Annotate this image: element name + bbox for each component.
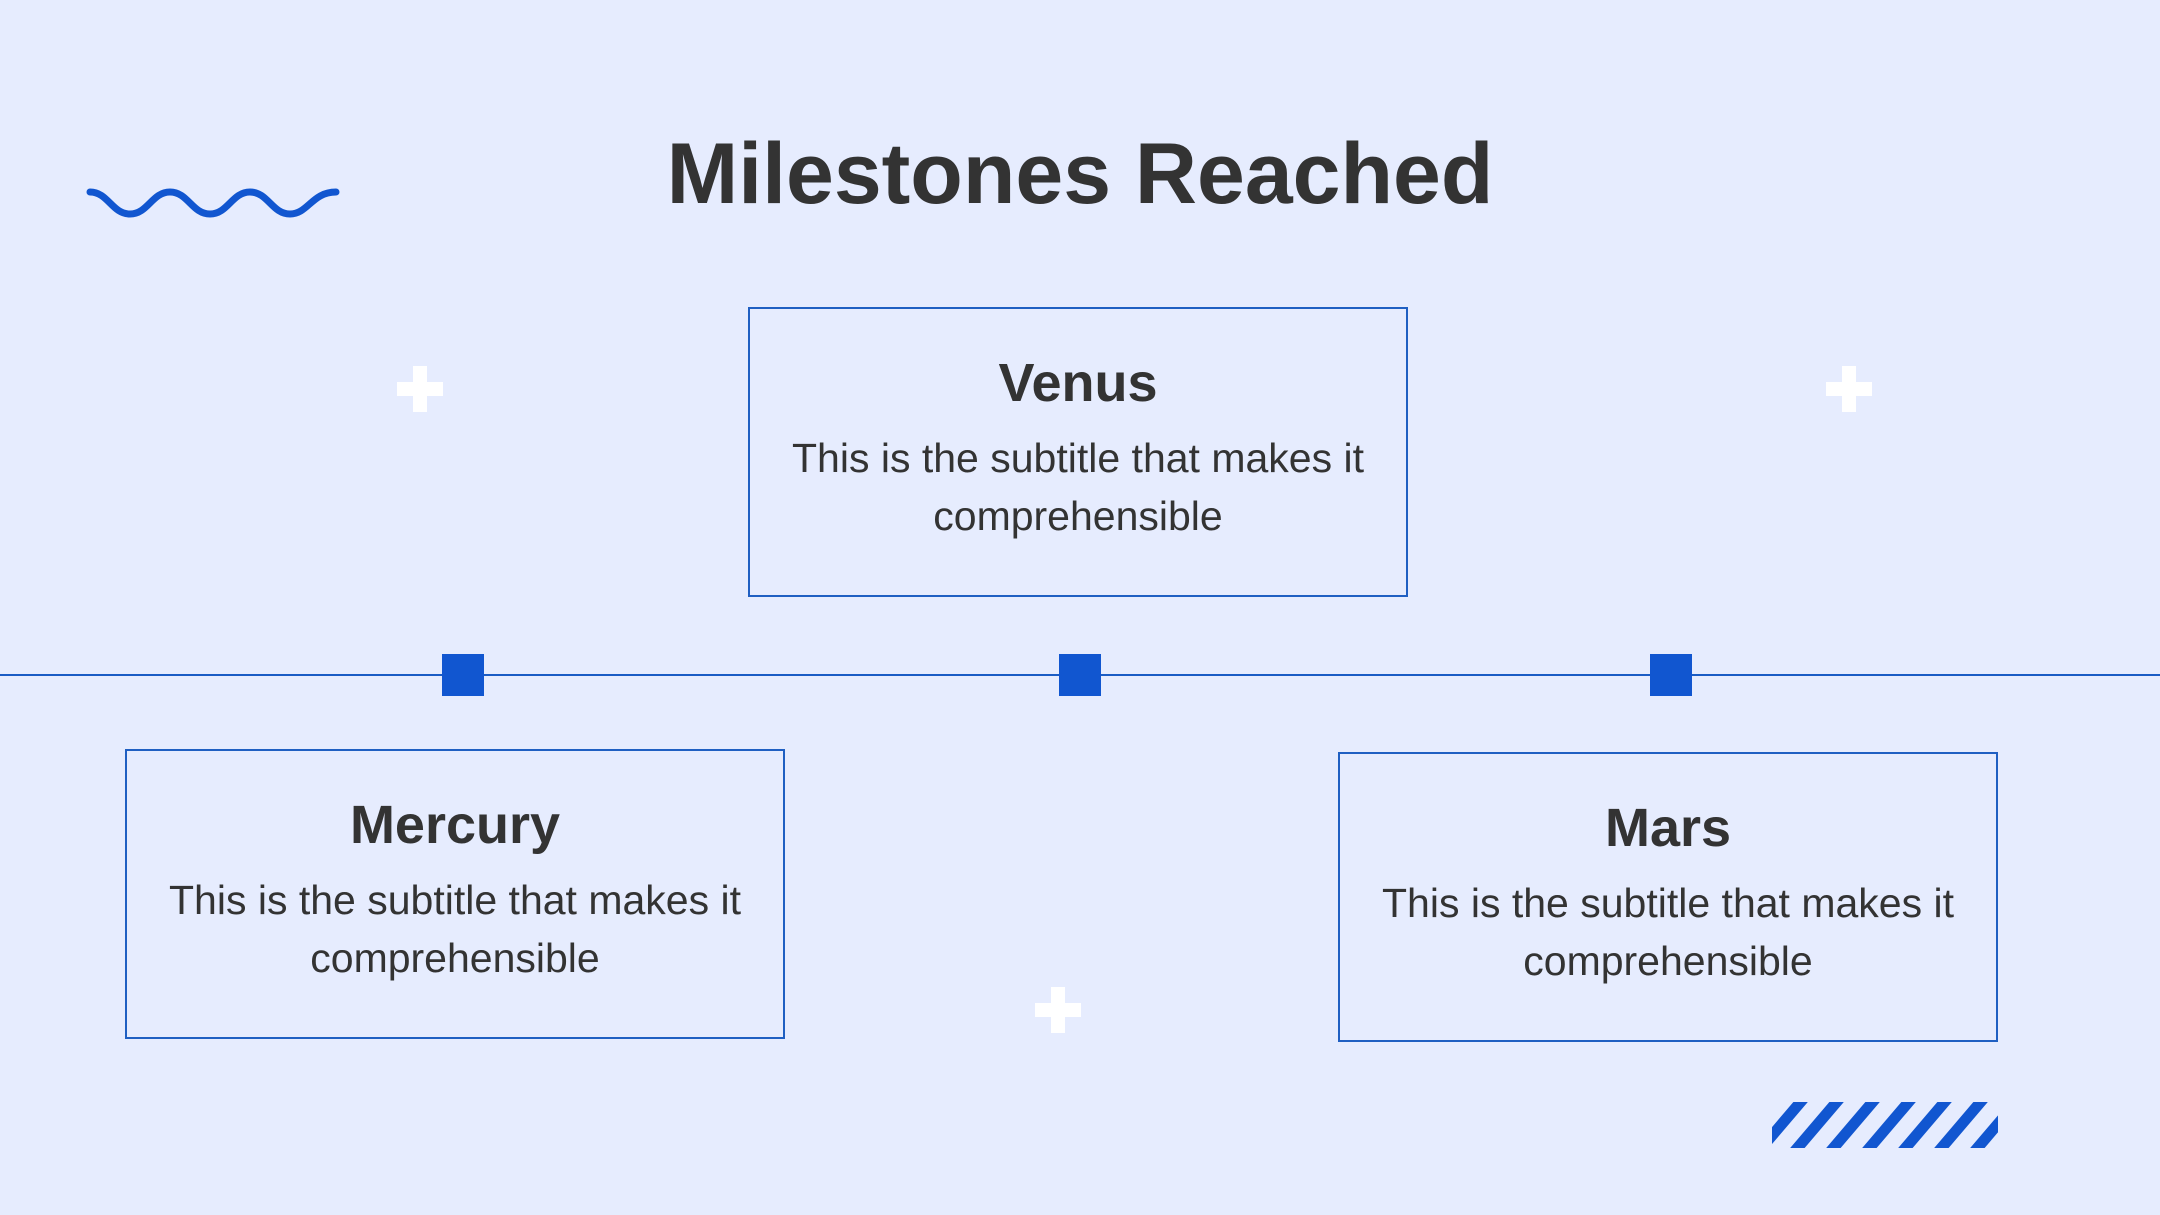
timeline-marker-venus (1059, 654, 1101, 696)
milestone-subtitle: This is the subtitle that makes it compr… (1382, 880, 1954, 984)
milestone-card-venus: Venus This is the subtitle that makes it… (748, 307, 1408, 597)
milestone-title: Mercury (349, 795, 561, 855)
plus-icon (1035, 987, 1081, 1033)
milestone-subtitle: This is the subtitle that makes it compr… (169, 877, 741, 981)
milestone-card-mercury: Mercury This is the subtitle that makes … (125, 749, 785, 1039)
wave-icon (86, 188, 340, 218)
stripes-icon (1772, 1102, 1998, 1148)
milestone-title: Venus (998, 353, 1158, 413)
timeline-marker-mercury (442, 654, 484, 696)
milestone-card-mars: Mars This is the subtitle that makes it … (1338, 752, 1998, 1042)
plus-icon (397, 366, 443, 412)
page-title: Milestones Reached (666, 126, 1494, 222)
milestone-subtitle: This is the subtitle that makes it compr… (792, 435, 1364, 539)
milestone-title: Mars (1604, 798, 1732, 858)
plus-icon (1826, 366, 1872, 412)
timeline-marker-mars (1650, 654, 1692, 696)
